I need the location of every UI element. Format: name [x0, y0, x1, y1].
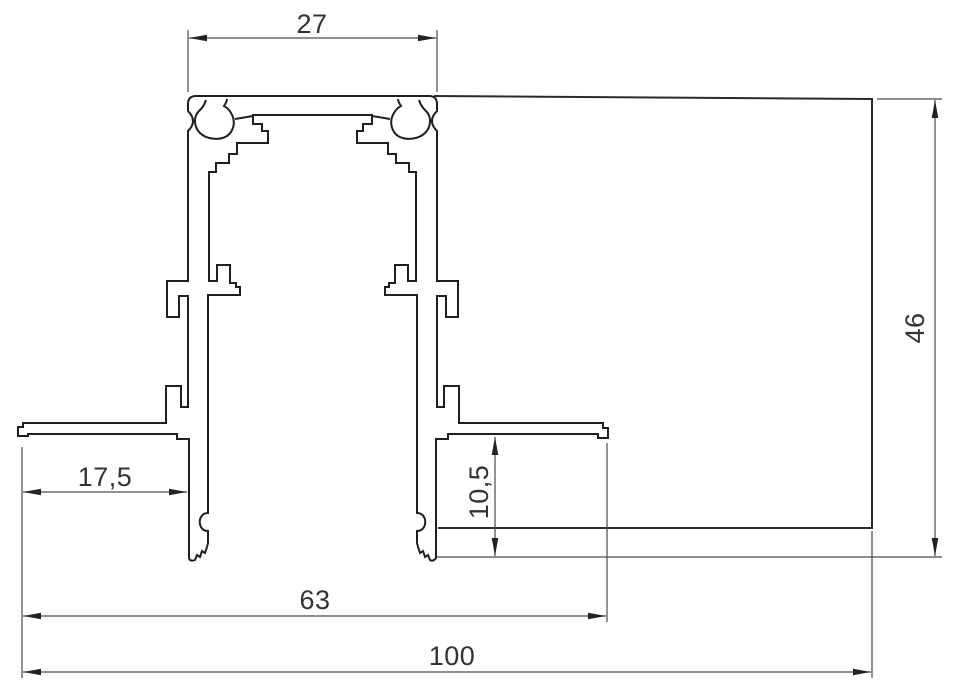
ceiling-panel-outline — [433, 95, 873, 529]
dimension-label-recess-depth: 10,5 — [464, 465, 494, 520]
dimension-arrowheads — [23, 34, 939, 676]
dimension-label-top-width: 27 — [296, 9, 327, 39]
dimension-label-panel-height: 46 — [900, 312, 930, 343]
dimension-lines — [21, 30, 942, 678]
profile-outline — [17, 95, 609, 562]
dimension-label-overall-width: 100 — [429, 641, 476, 671]
screw-boss-shapes — [194, 98, 431, 140]
dimension-label-cutout-width: 63 — [299, 585, 330, 615]
dimension-label-left-flange: 17,5 — [78, 462, 133, 492]
